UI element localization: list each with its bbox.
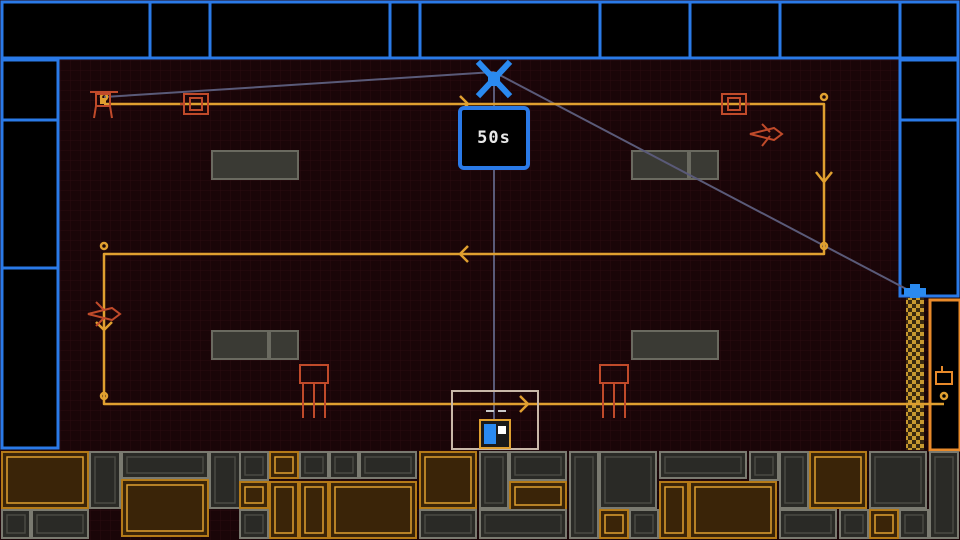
block-inset [604,456,652,504]
block-inset [214,456,236,504]
stone-block [869,451,927,509]
block-inset [94,456,116,504]
block-inset [784,514,832,534]
stone-block [479,509,567,539]
stone-block [329,451,359,479]
turret-icon [935,366,953,385]
stone-block [419,509,477,539]
block-inset [244,456,264,476]
block-inset [244,514,264,534]
stone-block [479,451,509,509]
crate-block [329,481,417,539]
stone-block [299,451,329,479]
stone-block [239,451,269,481]
block-inset [484,514,562,534]
plane-icon [749,123,784,147]
block-inset [126,484,204,532]
block-inset [274,486,294,534]
crate-block [239,481,269,509]
stone-block [31,509,89,539]
stone-block [599,451,657,509]
block-inset [6,456,84,504]
player-icon[interactable] [479,410,511,449]
walker-icon [299,364,329,418]
block-inset [664,456,742,474]
top-wall [0,0,960,60]
crate-block [599,509,629,539]
block-inset [334,456,354,474]
crate-block [869,509,899,539]
block-inset [574,456,594,534]
stone-block [839,509,869,539]
block-inset [126,456,204,474]
block-inset [874,514,894,534]
crate-block [809,451,867,509]
crate-block [509,481,567,511]
walker-icon [599,364,629,418]
block-inset [514,456,562,476]
block-inset [364,456,412,474]
wall-anchor-icon[interactable] [904,284,926,298]
block-inset [844,514,864,534]
crate-block [269,481,299,539]
floor-blocks [1,451,959,539]
timer-display: 50s [458,106,530,170]
block-inset [814,456,862,504]
stone-block [779,509,837,539]
stone-block [569,451,599,539]
left-wall [0,58,60,450]
block-inset [784,456,804,504]
block-inset [634,514,654,534]
stone-block [629,509,659,539]
stone-block [239,509,269,539]
block-inset [514,486,562,506]
stone-block [749,451,779,481]
stone-block [121,451,209,479]
block-inset [334,486,412,534]
stone-block [359,451,417,479]
stone-block [899,509,929,539]
block-inset [874,456,922,504]
block-inset [934,456,954,534]
right-wall [898,58,960,298]
plane-icon [87,301,122,327]
block-inset [6,514,26,534]
block-inset [664,486,684,534]
block-inset [754,456,774,476]
block-inset [424,456,472,504]
drone-icon [721,93,750,115]
drone-icon [90,91,118,119]
stone-platforms [211,150,719,360]
block-inset [694,486,772,534]
crate-block [419,451,477,509]
crate-block [299,481,329,539]
stone-block [659,451,747,479]
stone-block [1,509,31,539]
crate-block [689,481,777,539]
x-anchor-icon[interactable] [475,59,513,99]
stone-block [779,451,809,509]
crate-block [269,451,299,479]
block-inset [304,456,324,474]
block-inset [604,514,624,534]
block-inset [424,514,472,534]
crate-block [659,481,689,539]
block-inset [244,486,264,504]
stone-block [509,451,567,481]
checkered-pillar [906,298,924,450]
drone-icon [180,93,209,115]
goal-door[interactable] [928,298,960,452]
stone-block [929,451,959,539]
block-inset [304,486,324,534]
crate-block [121,479,209,537]
block-inset [904,514,924,534]
block-inset [274,456,294,474]
block-inset [484,456,504,504]
crate-block [1,451,89,509]
block-inset [36,514,84,534]
